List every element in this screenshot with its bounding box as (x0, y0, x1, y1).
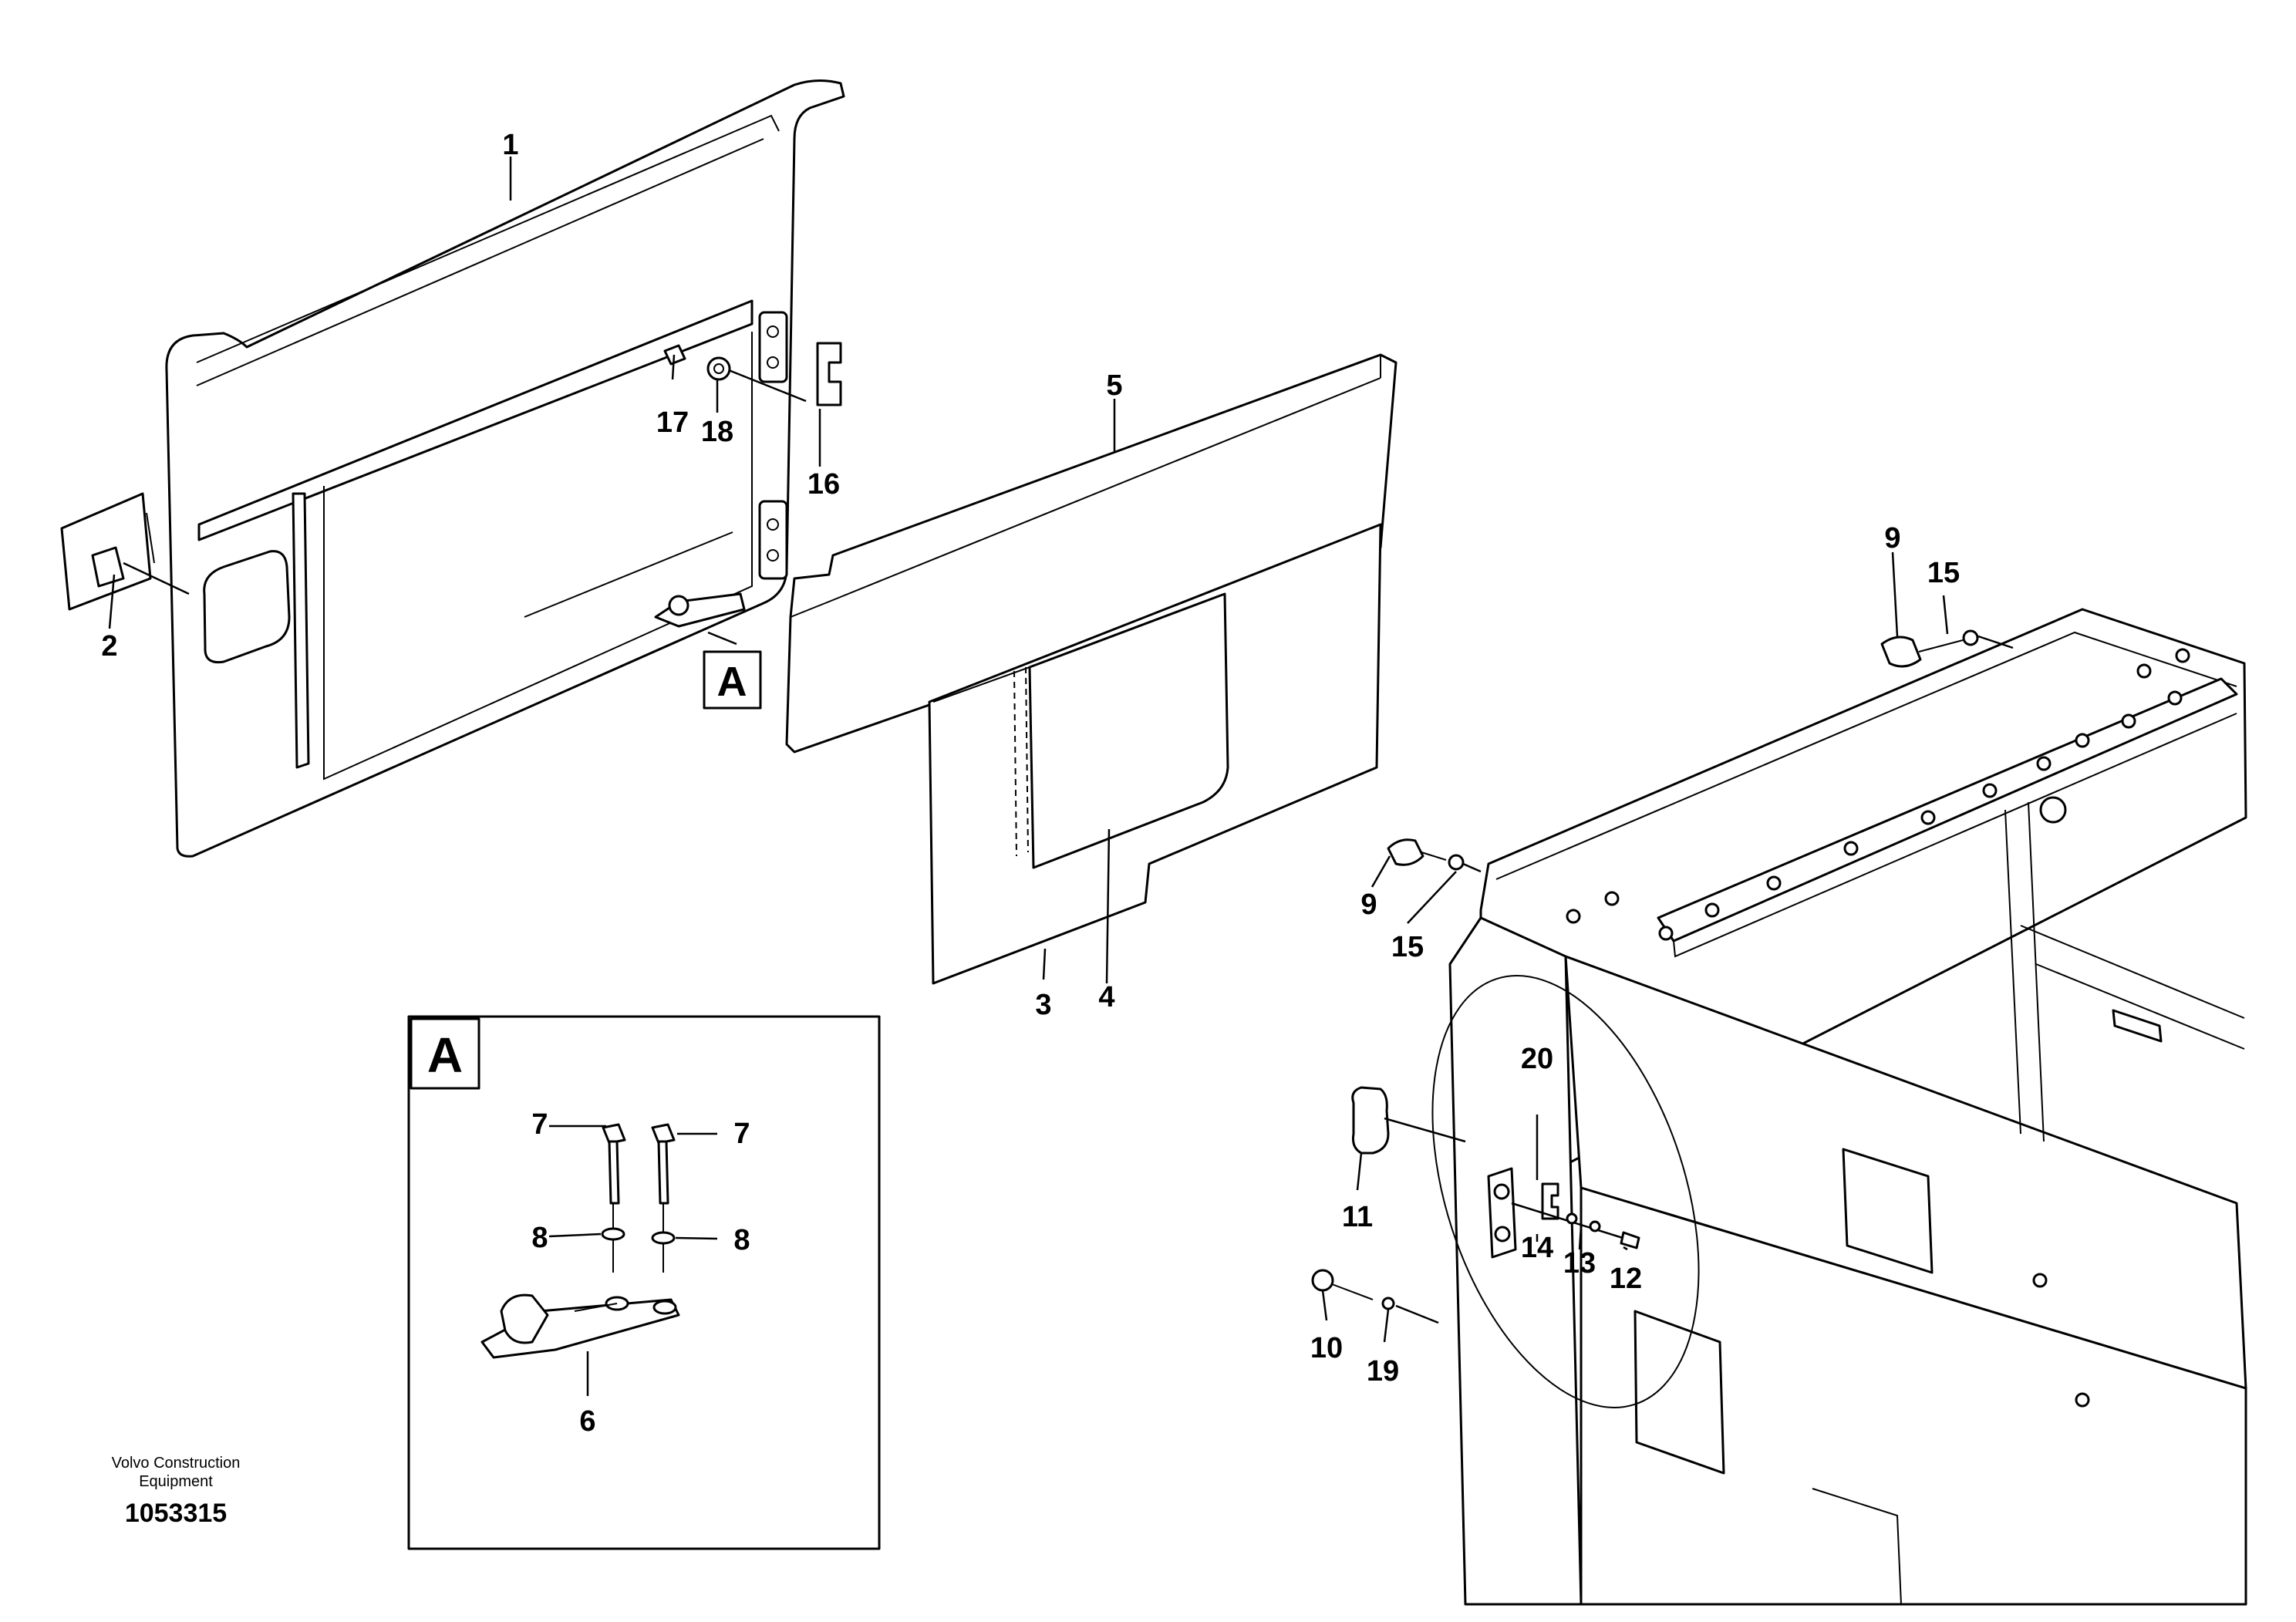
hardware-upper-right (1880, 629, 2014, 668)
frame-bolts (1566, 648, 2190, 1408)
document-number: 1053315 (125, 1499, 227, 1528)
cabin-frame (1431, 608, 2247, 1606)
detail-marker-label: A (717, 659, 747, 705)
callout-9a: 9 (1884, 522, 1900, 555)
insulation-pad-lower (928, 523, 1382, 985)
callout-10: 10 (1310, 1332, 1343, 1364)
callout-19: 19 (1367, 1355, 1399, 1388)
callout-16: 16 (807, 468, 840, 501)
callout-14: 14 (1521, 1232, 1553, 1264)
publisher-caption: Volvo Construction Equipment 1053315 (112, 1455, 241, 1528)
callout-17: 17 (656, 406, 689, 439)
leader-lines (108, 157, 1949, 1343)
detail-view-title: A (427, 1027, 463, 1083)
callout-7a: 7 (531, 1108, 548, 1141)
callout-13: 13 (1563, 1247, 1596, 1280)
hinge-hardware (1311, 1086, 1640, 1324)
callout-7b: 7 (733, 1118, 750, 1150)
callout-12: 12 (1610, 1263, 1642, 1295)
callout-2: 2 (101, 630, 117, 663)
detail-view-a: A (407, 1015, 881, 1550)
callout-5: 5 (1106, 369, 1122, 402)
callout-3: 3 (1035, 989, 1051, 1021)
callout-8b: 8 (733, 1224, 750, 1256)
callout-1: 1 (502, 129, 518, 161)
detail-marker-a: A (703, 650, 762, 710)
insulation-pad-upper (785, 353, 1397, 754)
callout-18: 18 (701, 416, 733, 448)
caption-line-1: Volvo Construction (112, 1455, 241, 1472)
callout-9b: 9 (1360, 889, 1377, 921)
door-stop-bracket (60, 492, 190, 611)
callout-20: 20 (1521, 1043, 1553, 1075)
hardware-front-left (1387, 838, 1482, 873)
callout-labels: 1 2 17 18 16 5 3 4 9 15 9 15 20 11 14 13… (101, 129, 1960, 1438)
callout-15a: 15 (1927, 557, 1960, 589)
callout-11: 11 (1342, 1201, 1373, 1233)
callout-15b: 15 (1391, 931, 1424, 963)
callout-8a: 8 (531, 1222, 548, 1254)
callout-4: 4 (1098, 981, 1114, 1013)
caption-line-2: Equipment (139, 1473, 213, 1490)
callout-6: 6 (579, 1405, 595, 1438)
hinge-bolt (663, 342, 842, 406)
door-panel (165, 79, 845, 858)
